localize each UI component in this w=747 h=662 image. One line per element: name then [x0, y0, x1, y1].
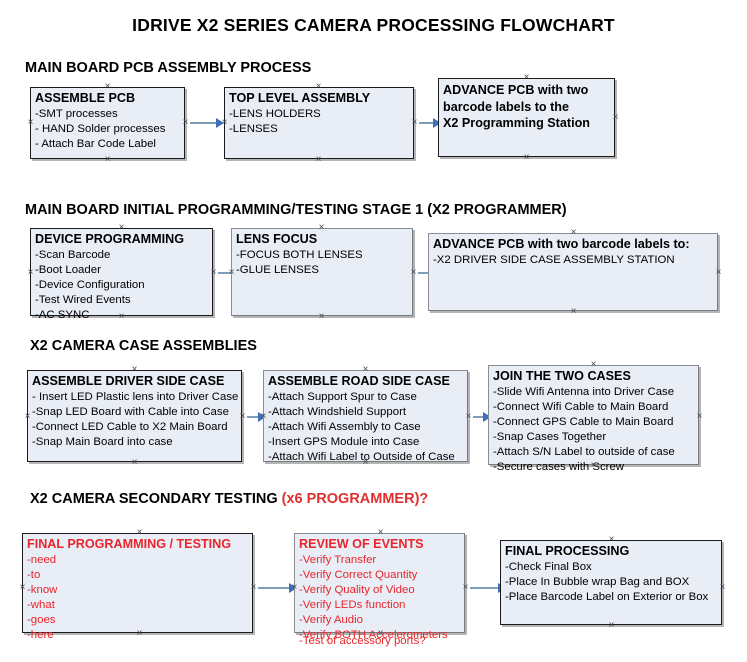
box-line: -Snap Cases Together — [493, 430, 607, 443]
box-line: -Attach Support Spur to Case — [268, 390, 417, 403]
box-line: -AC SYNC — [35, 308, 90, 321]
box-device-programming[interactable]: DEVICE PROGRAMMING -Scan Barcode -Boot L… — [30, 228, 213, 321]
box-lens-focus[interactable]: LENS FOCUS -FOCUS BOTH LENSES -GLUE LENS… — [231, 228, 413, 316]
box-line: -know — [27, 583, 58, 596]
box-line: -Secure cases with Screw — [493, 460, 625, 473]
box-line: -Boot Loader — [35, 263, 101, 276]
box-line: -Place Barcode Label on Exterior or Box — [505, 590, 709, 603]
box-line: - HAND Solder processes — [35, 122, 166, 135]
box-line: -Check Final Box — [505, 560, 592, 573]
box-line: -Insert GPS Module into Case — [268, 435, 420, 448]
connector-top-level-assembly-to-advance-pcb — [419, 122, 435, 124]
box-line: -Verify LEDs function — [299, 598, 406, 611]
box-line: -Attach Wifi Label to Outside of Case — [268, 450, 455, 463]
box-line: -Verify Correct Quantity — [299, 568, 418, 581]
box-title: ASSEMBLE DRIVER SIDE CASE — [32, 374, 225, 388]
box-line: -Verify Audio — [299, 613, 363, 626]
box-review-of-events[interactable]: REVIEW OF EVENTS -Verify Transfer -Verif… — [294, 533, 465, 647]
box-title-line: X2 Programming Station — [443, 116, 590, 131]
box-line: -Verify BOTH Accelerometers — [299, 628, 448, 641]
connector-assemble-pcb-to-top-level-assembly — [190, 122, 218, 124]
box-line: -X2 DRIVER SIDE CASE ASSEMBLY STATION — [433, 253, 675, 266]
arrowhead-icon — [433, 118, 441, 128]
page-title: IDRIVE X2 SERIES CAMERA PROCESSING FLOWC… — [132, 15, 615, 35]
arrowhead-icon — [258, 412, 266, 422]
box-title: TOP LEVEL ASSEMBLY — [229, 91, 371, 105]
box-line: -Attach S/N Label to outside of case — [493, 445, 675, 458]
box-assemble-pcb[interactable]: ASSEMBLE PCB -SMT processes - HAND Solde… — [30, 87, 185, 159]
box-title: ASSEMBLE ROAD SIDE CASE — [268, 374, 450, 388]
connector-final-programming-to-review-of-events — [258, 587, 291, 589]
box-line: -Scan Barcode — [35, 248, 111, 261]
connector-driver-side-to-road-side — [247, 416, 260, 418]
box-line: -Snap Main Board into case — [32, 435, 173, 448]
box-title: ADVANCE PCB with two barcode labels to: — [433, 237, 690, 251]
box-line: -Snap LED Board with Cable into Case — [32, 405, 229, 418]
box-title: FINAL PROCESSING — [505, 544, 630, 558]
box-line: -Attach Wifi Assembly to Case — [268, 420, 421, 433]
box-join-the-two-cases[interactable]: JOIN THE TWO CASES -Slide Wifi Antenna i… — [488, 365, 699, 473]
connector-review-of-events-to-final-processing — [470, 587, 500, 589]
box-line: -Slide Wifi Antenna into Driver Case — [493, 385, 675, 398]
section-header-main-board-initial-programming: MAIN BOARD INITIAL PROGRAMMING/TESTING S… — [25, 202, 567, 218]
box-title: REVIEW OF EVENTS — [299, 537, 424, 551]
arrowhead-icon — [216, 118, 224, 128]
section-header-x2-camera-secondary-testing: X2 CAMERA SECONDARY TESTING (x6 PROGRAMM… — [30, 491, 428, 507]
box-title: ASSEMBLE PCB — [35, 91, 136, 105]
box-line: - Attach Bar Code Label — [35, 137, 156, 150]
section-header-text: MAIN BOARD PCB ASSEMBLY PROCESS — [25, 60, 312, 76]
box-line: -need — [27, 553, 57, 566]
box-line: -GLUE LENSES — [236, 263, 319, 276]
box-line: -Test Wired Events — [35, 293, 131, 306]
box-assemble-road-side-case[interactable]: ASSEMBLE ROAD SIDE CASE -Attach Support … — [263, 370, 468, 463]
section-header-main-board-pcb-assembly-process: MAIN BOARD PCB ASSEMBLY PROCESS — [25, 60, 311, 76]
connector-device-programming-to-lens-focus — [218, 272, 234, 274]
box-line: -LENS HOLDERS — [229, 107, 321, 120]
box-line: -Connect LED Cable to X2 Main Board — [32, 420, 228, 433]
box-title-line: ADVANCE PCB with two — [443, 83, 589, 97]
box-advance-pcb-to-driver-side-case-assembly[interactable]: ADVANCE PCB with two barcode labels to: … — [428, 233, 718, 311]
connector-lens-focus-to-advance-pcb-driver-side — [418, 272, 434, 274]
box-top-level-assembly[interactable]: TOP LEVEL ASSEMBLY -LENS HOLDERS -LENSES — [224, 87, 414, 159]
box-line: -to — [27, 568, 41, 581]
arrowhead-icon — [483, 412, 491, 422]
box-title-line: barcode labels to the — [443, 99, 569, 114]
box-title: DEVICE PROGRAMMING — [35, 232, 185, 246]
box-title: FINAL PROGRAMMING / TESTING — [27, 537, 232, 551]
box-line: -Device Configuration — [35, 278, 145, 291]
box-line: -what — [27, 598, 55, 611]
box-line: -Connect Wifi Cable to Main Board — [493, 400, 669, 413]
box-final-programming-testing[interactable]: FINAL PROGRAMMING / TESTING -need -to -k… — [22, 533, 253, 641]
box-final-processing[interactable]: FINAL PROCESSING -Check Final Box -Place… — [500, 540, 722, 625]
box-title: LENS FOCUS — [236, 232, 318, 246]
box-overflow-line: -Test of accessory ports? — [299, 635, 426, 647]
box-line: -SMT processes — [35, 107, 118, 120]
arrowhead-icon — [289, 583, 297, 593]
box-line: -LENSES — [229, 122, 278, 135]
box-line: -Connect GPS Cable to Main Board — [493, 415, 674, 428]
box-line: -Attach Windshield Support — [268, 405, 407, 418]
section-header-text: X2 CAMERA SECONDARY TESTING — [30, 491, 282, 507]
box-line: -FOCUS BOTH LENSES — [236, 248, 363, 261]
connector-road-side-to-join-two-cases — [473, 416, 485, 418]
box-line: -Verify Transfer — [299, 553, 377, 566]
section-header-text-red: (x6 PROGRAMMER)? — [281, 491, 429, 507]
section-header-x2-camera-case-assemblies: X2 CAMERA CASE ASSEMBLIES — [30, 338, 257, 354]
box-line: -Place In Bubble wrap Bag and BOX — [505, 575, 690, 588]
box-advance-pcb-to-x2-programming-station[interactable]: ADVANCE PCB with two barcode labels to t… — [438, 78, 615, 157]
box-line: -here — [27, 628, 54, 641]
section-header-text: X2 CAMERA CASE ASSEMBLIES — [30, 338, 257, 354]
section-header-text: MAIN BOARD INITIAL PROGRAMMING/TESTING S… — [25, 202, 567, 218]
box-line: - Insert LED Plastic lens into Driver Ca… — [32, 390, 239, 403]
box-line: -goes — [27, 613, 56, 626]
box-title: JOIN THE TWO CASES — [493, 369, 631, 383]
box-assemble-driver-side-case[interactable]: ASSEMBLE DRIVER SIDE CASE - Insert LED P… — [27, 370, 242, 462]
box-line: -Verify Quality of Video — [299, 583, 415, 596]
